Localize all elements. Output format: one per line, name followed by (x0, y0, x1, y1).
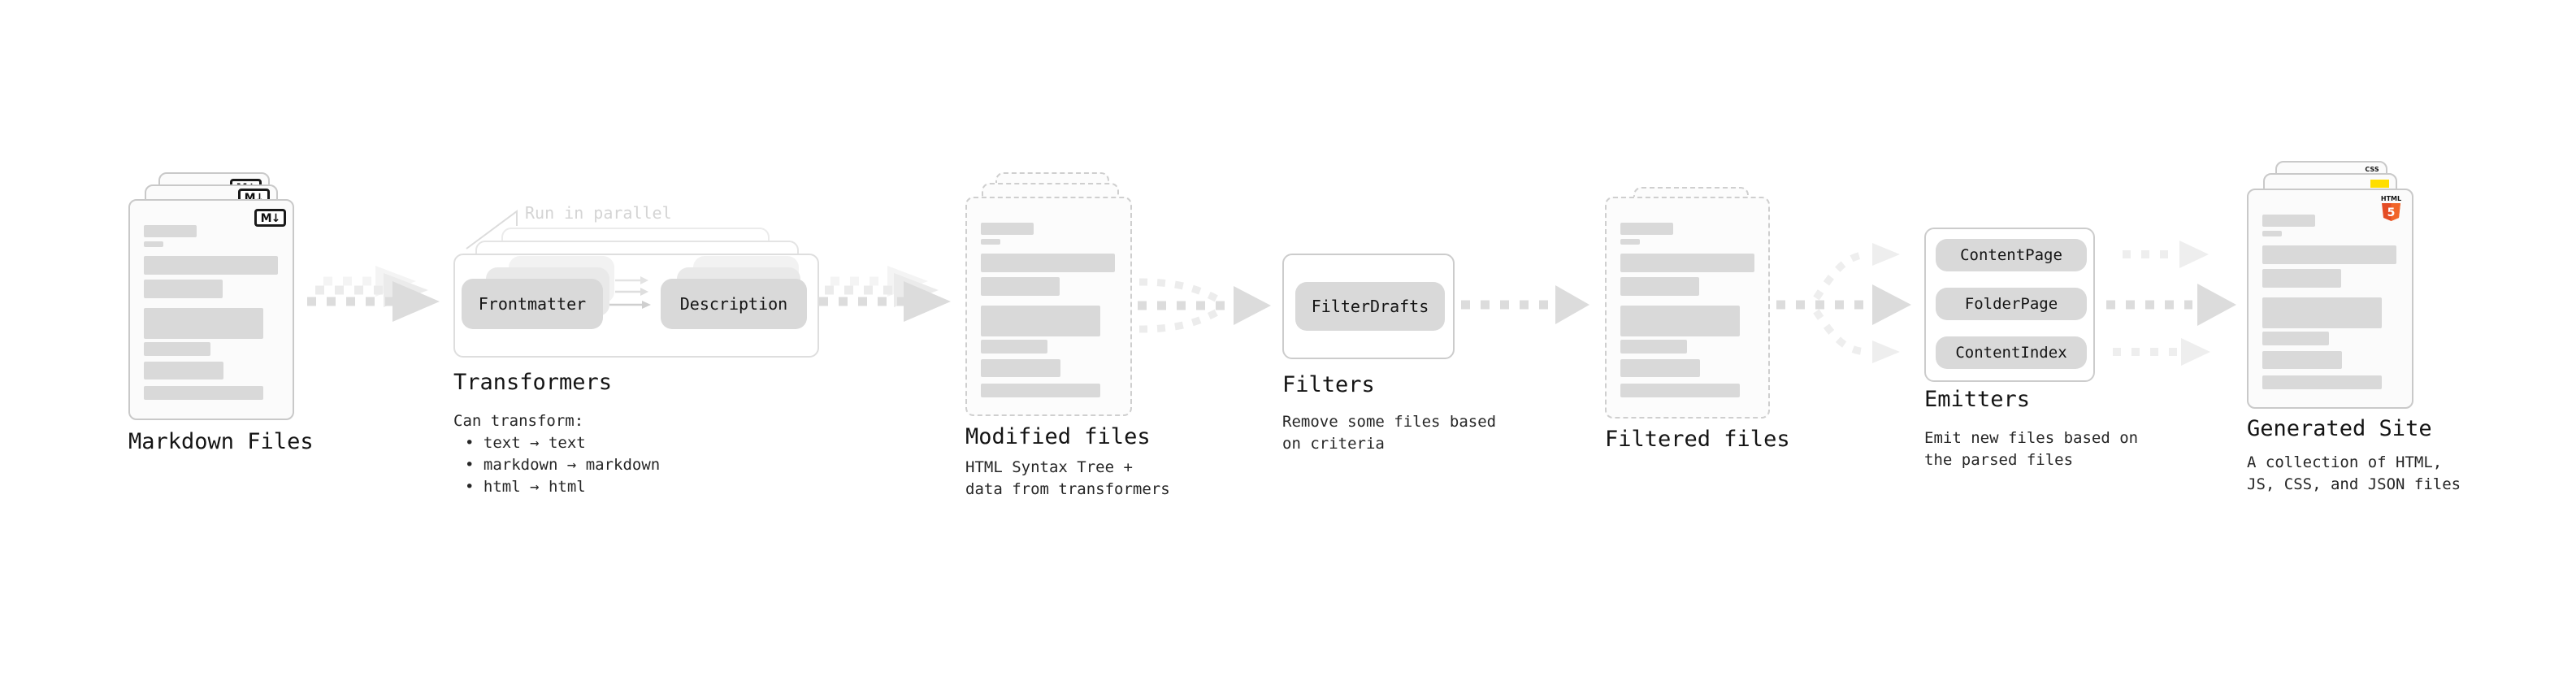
generated-site-subtitle: A collection of HTML, JS, CSS, and JSON … (2247, 452, 2461, 496)
content-bar (981, 239, 1000, 245)
content-bar (144, 386, 263, 400)
content-bar (144, 225, 197, 237)
flow-arrow-modified-to-filters (1138, 278, 1271, 333)
content-bar (981, 340, 1047, 354)
javascript-icon (2370, 180, 2389, 188)
transformers-description: Can transform: • text → text • markdown … (453, 410, 660, 498)
content-bar (2262, 215, 2315, 227)
modified-files-subtitle: HTML Syntax Tree + data from transformer… (965, 457, 1170, 501)
content-bar (2262, 269, 2341, 288)
stage-title-filtered-files: Filtered files (1605, 427, 1790, 452)
subtitle-line: Emit new files based on (1924, 429, 2139, 447)
content-bar (2262, 351, 2342, 369)
emitters-subtitle: Emit new files based on the parsed files (1924, 427, 2138, 471)
content-bar (144, 280, 223, 298)
content-bar (981, 254, 1115, 272)
emitter-pill-contentindex: ContentIndex (1936, 336, 2087, 369)
content-bar (2262, 231, 2282, 236)
content-bar (2262, 332, 2329, 345)
content-bar (144, 256, 278, 275)
subtitle-line: A collection of HTML, (2247, 453, 2443, 471)
markdown-icon: M↓ (254, 209, 286, 227)
emitter-pill-contentpage: ContentPage (1936, 239, 2087, 271)
stage-title-markdown-files: Markdown Files (128, 429, 314, 454)
emitter-pill-folderpage: FolderPage (1936, 288, 2087, 320)
flow-arrow-filtered-to-emitters (1776, 243, 1911, 363)
svg-text:5: 5 (2387, 206, 2396, 219)
flow-arrow-filters-to-filtered (1461, 285, 1589, 324)
content-bar (1620, 384, 1740, 397)
flow-arrow-markdown-to-transformers (307, 266, 440, 322)
emitters-panel: ContentPage FolderPage ContentIndex (1924, 228, 2095, 382)
subtitle-line: on criteria (1282, 435, 1385, 453)
content-bar (1620, 340, 1687, 354)
content-bar (981, 223, 1034, 235)
stage-title-transformers: Transformers (453, 370, 613, 395)
content-bar (981, 384, 1100, 397)
transformers-desc-heading: Can transform: (453, 412, 584, 430)
content-bar (1620, 239, 1640, 245)
frontmatter-pill: Frontmatter (462, 279, 603, 329)
content-bar (144, 342, 210, 356)
subtitle-line: JS, CSS, and JSON files (2247, 475, 2461, 493)
html5-icon: HTML 5 (2381, 195, 2401, 221)
filtered-file-front (1605, 197, 1770, 419)
content-bar (144, 362, 223, 380)
css-icon-label: CSS (2365, 166, 2379, 173)
content-bar (144, 308, 263, 339)
subtitle-line: data from transformers (965, 480, 1170, 498)
stage-title-emitters: Emitters (1924, 387, 2031, 412)
content-bar (1620, 359, 1700, 377)
content-bar (144, 241, 163, 247)
flow-arrow-emitters-to-generated (2106, 241, 2236, 366)
content-bar (2262, 245, 2396, 264)
content-bar (1620, 306, 1740, 336)
filters-panel: FilterDrafts (1282, 254, 1455, 359)
transformers-desc-item: • markdown → markdown (465, 456, 661, 474)
filterdrafts-pill: FilterDrafts (1295, 282, 1445, 331)
stage-title-modified-files: Modified files (965, 424, 1151, 449)
subtitle-line: the parsed files (1924, 451, 2074, 469)
flow-arrow-transformers-to-modified (819, 266, 951, 322)
content-bar (2262, 375, 2382, 389)
content-bar (1620, 254, 1754, 272)
subtitle-line: HTML Syntax Tree + (965, 458, 1133, 476)
file-card-front: M↓ (128, 199, 294, 420)
description-pill: Description (661, 279, 807, 329)
transformers-desc-item: • html → html (465, 478, 586, 496)
subtitle-line: Remove some files based (1282, 413, 1497, 431)
generated-file-front: HTML 5 (2247, 189, 2413, 409)
svg-text:HTML: HTML (2381, 195, 2401, 202)
content-bar (1620, 277, 1699, 296)
content-bar (2262, 297, 2382, 328)
transformers-desc-item: • text → text (465, 434, 586, 452)
stage-title-filters: Filters (1282, 372, 1375, 397)
stage-markdown-files: M↓ M↓ M↓ (128, 172, 294, 420)
content-bar (981, 306, 1100, 336)
content-bar (1620, 223, 1673, 235)
content-bar (981, 359, 1060, 377)
content-bar (981, 277, 1060, 296)
stage-title-generated-site: Generated Site (2247, 416, 2432, 441)
modified-file-front (965, 197, 1132, 416)
filters-subtitle: Remove some files based on criteria (1282, 411, 1496, 455)
run-in-parallel-note: Run in parallel (525, 203, 672, 223)
